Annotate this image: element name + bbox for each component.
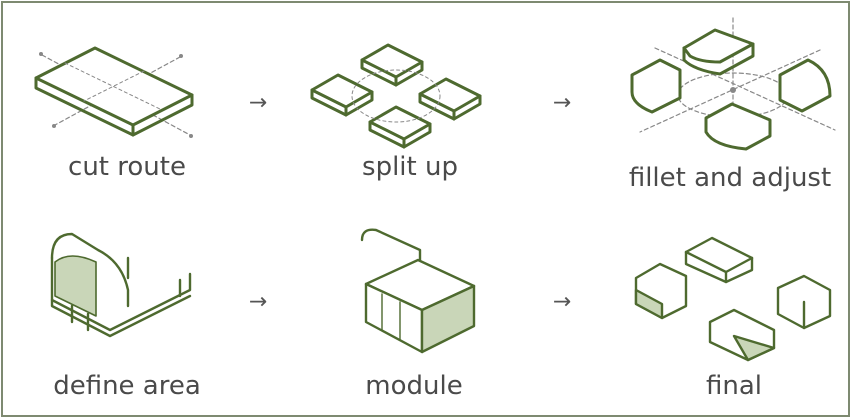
slab-piece xyxy=(360,43,424,87)
wall-curve xyxy=(50,232,130,308)
slab-piece xyxy=(368,105,432,149)
step-label-split-up: split up xyxy=(362,152,458,182)
wall-curve xyxy=(360,228,422,272)
fillet-piece xyxy=(630,58,682,114)
green-area xyxy=(54,255,97,317)
guide-line xyxy=(654,47,836,131)
step-label-cut-route: cut route xyxy=(68,152,186,182)
guide-arrowhead xyxy=(52,124,56,128)
final-module xyxy=(776,274,832,330)
floor-edge xyxy=(50,294,192,338)
step-cut-route-illustration xyxy=(34,46,194,138)
fillet-piece xyxy=(778,58,832,113)
guide-arrowhead xyxy=(189,134,193,138)
cut-line xyxy=(83,70,145,102)
slab-piece xyxy=(310,73,374,117)
guide-line xyxy=(639,49,821,133)
slab-piece xyxy=(418,77,482,121)
step-label-final: final xyxy=(705,371,763,401)
step-label-fillet-and-adjust: fillet and adjust xyxy=(628,163,832,193)
arrow-right: → xyxy=(248,90,268,116)
guide-arrowhead xyxy=(39,52,43,56)
fillet-piece xyxy=(682,28,755,76)
final-module xyxy=(634,262,688,320)
slab-left-side xyxy=(34,76,135,137)
step-label-module: module xyxy=(365,371,463,401)
fillet-piece xyxy=(704,102,772,151)
arrow-right: → xyxy=(552,90,572,116)
step-fillet-illustration xyxy=(630,17,836,151)
final-module xyxy=(708,308,776,362)
floor-outline xyxy=(50,256,192,332)
guide-ellipse xyxy=(351,69,441,123)
slab-right-side xyxy=(131,93,194,137)
step-split-up-illustration xyxy=(310,43,482,149)
arrow-right: → xyxy=(552,289,572,315)
step-module-illustration xyxy=(360,228,476,354)
cut-line xyxy=(64,62,163,111)
module-right-face xyxy=(420,284,476,354)
step-label-define-area: define area xyxy=(53,371,201,401)
guide-arrowhead xyxy=(179,54,183,58)
arrow-right: → xyxy=(248,289,268,315)
final-module xyxy=(684,236,754,284)
step-final-illustration xyxy=(634,236,832,362)
center-point xyxy=(730,87,736,93)
step-define-area-illustration xyxy=(50,232,192,338)
